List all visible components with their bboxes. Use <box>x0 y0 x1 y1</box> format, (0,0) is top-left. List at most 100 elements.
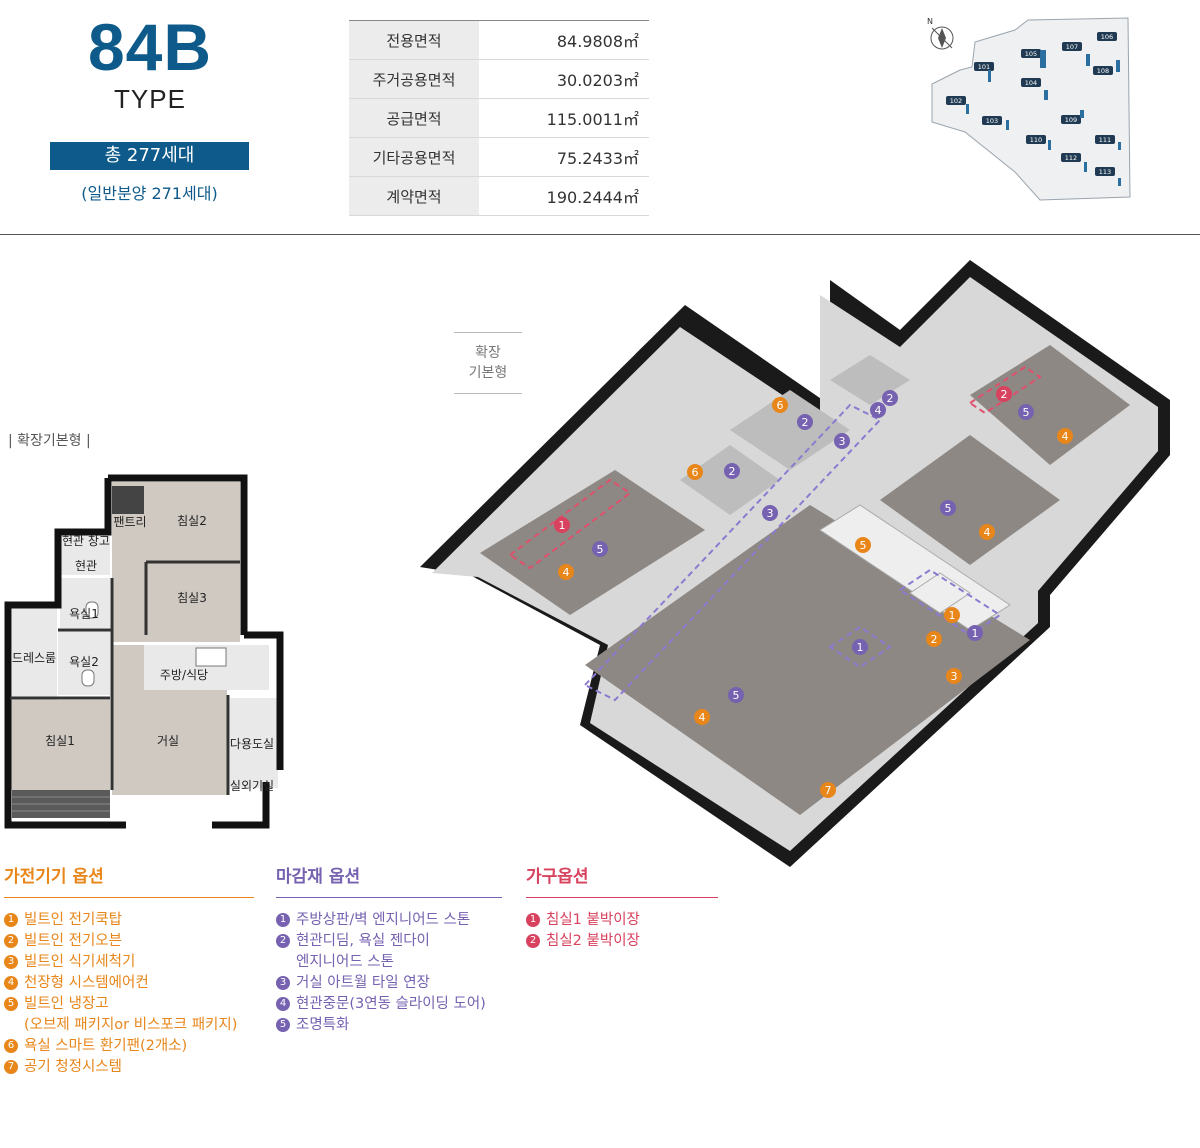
building-104: 104 <box>1021 78 1041 87</box>
building-101: 101 <box>974 62 994 71</box>
option-text: 현관디딤, 욕실 젠다이 <box>296 933 430 949</box>
room-label: 현관 창고 <box>62 534 110 548</box>
marker-appliance-1: 1 <box>944 607 960 623</box>
type-label: TYPE <box>114 84 186 114</box>
option-text: 침실2 붙박이장 <box>546 933 640 949</box>
svg-text:2: 2 <box>931 633 938 646</box>
room-label: 다용도실 <box>230 737 274 751</box>
area-value: 84.9808㎡ <box>479 20 649 60</box>
marker-furniture-2: 2 <box>996 386 1012 402</box>
building-106: 106 <box>1097 32 1117 41</box>
option-number-icon: 5 <box>4 997 18 1011</box>
total-units-badge: 총 277세대 <box>50 142 249 170</box>
marker-appliance-6b: 6 <box>687 464 703 480</box>
marker-appliance-7: 7 <box>820 782 836 798</box>
legend-title: 가구옵션 <box>526 862 718 898</box>
svg-text:2: 2 <box>887 392 894 405</box>
general-units-text: (일반분양 271세대) <box>81 184 218 203</box>
svg-text:110: 110 <box>1030 136 1042 144</box>
legend-title: 가전기기 옵션 <box>4 862 254 898</box>
building-108: 108 <box>1093 66 1113 75</box>
svg-text:113: 113 <box>1099 168 1111 176</box>
svg-text:2: 2 <box>802 416 809 429</box>
svg-text:111: 111 <box>1099 136 1111 144</box>
marker-finish-3: 3 <box>834 433 850 449</box>
list-item: 1 빌트인 전기쿡탑 <box>4 910 254 931</box>
svg-text:5: 5 <box>1023 406 1030 419</box>
marker-appliance-4: 4 <box>558 564 574 580</box>
room-label: 현관 <box>75 559 97 573</box>
option-text: 빌트인 전기오븐 <box>24 933 122 949</box>
isometric-floor-plan: 1 2 5 4 6 2 3 4 2 6 2 3 5 4 5 4 5 1 1 2 … <box>420 260 1170 867</box>
option-number-icon: 4 <box>4 976 18 990</box>
option-number-icon: 4 <box>276 997 290 1011</box>
list-item: 5 조명특화 <box>276 1015 502 1036</box>
room-label: 실외기실 <box>230 779 274 793</box>
badge-line: 확장 <box>475 345 501 361</box>
option-subtext: (오브제 패키지or 비스포크 패키지) <box>24 1017 238 1033</box>
option-text: 조명특화 <box>296 1017 350 1033</box>
svg-text:4: 4 <box>1062 430 1069 443</box>
option-text: 천장형 시스템에어컨 <box>24 975 149 991</box>
option-number-icon: 2 <box>276 934 290 948</box>
svg-text:107: 107 <box>1066 43 1078 51</box>
option-number-icon: 1 <box>4 913 18 927</box>
option-subtext: 엔지니어드 스톤 <box>296 954 394 970</box>
option-number-icon: 2 <box>526 934 540 948</box>
type-code: 84B <box>87 10 213 84</box>
area-value: 30.0203㎡ <box>479 59 649 99</box>
area-label: 기타공용면적 <box>349 137 479 177</box>
svg-text:109: 109 <box>1065 116 1077 124</box>
marker-finish-2: 2 <box>797 414 813 430</box>
room-label: 욕실2 <box>69 655 99 669</box>
compass-icon: N <box>927 17 954 50</box>
svg-text:4: 4 <box>984 526 991 539</box>
marker-finish-5d: 5 <box>728 687 744 703</box>
area-label: 주거공용면적 <box>349 59 479 99</box>
option-number-icon: 2 <box>4 934 18 948</box>
option-number-icon: 3 <box>276 976 290 990</box>
svg-text:3: 3 <box>839 435 846 448</box>
svg-text:6: 6 <box>692 466 699 479</box>
svg-text:5: 5 <box>733 689 740 702</box>
marker-appliance-2: 2 <box>926 631 942 647</box>
svg-text:1: 1 <box>559 519 566 532</box>
svg-text:106: 106 <box>1101 33 1113 41</box>
svg-text:4: 4 <box>563 566 570 579</box>
marker-finish-2b: 2 <box>882 390 898 406</box>
svg-text:2: 2 <box>1001 388 1008 401</box>
expansion-badge: 확장 기본형 <box>454 332 522 394</box>
site-plan-map: N 101 102 103 104 105 106 107 108 109 11… <box>927 17 1131 201</box>
option-number-icon: 5 <box>276 1018 290 1032</box>
legend-title: 마감재 옵션 <box>276 862 502 898</box>
list-item: 2 빌트인 전기오븐 <box>4 931 254 952</box>
option-text: 빌트인 전기쿡탑 <box>24 912 122 928</box>
svg-text:1: 1 <box>857 641 864 654</box>
building-103: 103 <box>982 116 1002 125</box>
marker-finish-1: 1 <box>967 625 983 641</box>
marker-finish-5: 5 <box>592 541 608 557</box>
area-value: 190.2444㎡ <box>479 176 649 216</box>
option-number-icon: 6 <box>4 1039 18 1053</box>
list-item: 4 천장형 시스템에어컨 <box>4 973 254 994</box>
svg-text:101: 101 <box>978 63 990 71</box>
building-107: 107 <box>1062 42 1082 51</box>
marker-appliance-4d: 4 <box>694 709 710 725</box>
area-label: 공급면적 <box>349 98 479 138</box>
room-label: 욕실1 <box>69 607 99 621</box>
building-110: 110 <box>1026 135 1046 144</box>
option-text: 현관중문(3연동 슬라이딩 도어) <box>296 996 486 1012</box>
svg-text:104: 104 <box>1025 79 1037 87</box>
